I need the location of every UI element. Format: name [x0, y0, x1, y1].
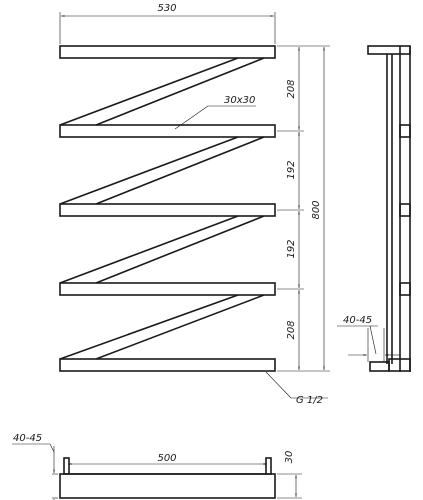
diagonal-1 [59, 57, 265, 126]
bottom-view [59, 457, 276, 499]
dim-bottom-height: 30 [277, 451, 302, 499]
side-offset-label: 40-45 [343, 315, 372, 326]
dim-side-offset: 40-45 [337, 315, 400, 362]
front-view [59, 45, 276, 372]
dim-800-label: 800 [311, 200, 322, 219]
side-bracket-4 [399, 282, 411, 296]
profile-label: 30x30 [224, 95, 255, 106]
side-view [367, 45, 411, 372]
bottom-valve-left [63, 457, 70, 475]
diagonal-4 [59, 294, 265, 360]
diagonal-3 [59, 215, 265, 284]
bar-4 [59, 282, 276, 296]
bottom-bar [59, 473, 276, 499]
side-valve [369, 361, 390, 372]
connection-label: G 1/2 [296, 395, 323, 406]
dim-192-lower-label: 192 [286, 239, 297, 258]
bar-2 [59, 124, 276, 138]
dim-bottom-offset: 40-45 [12, 433, 58, 500]
dim-530-label: 530 [157, 3, 176, 14]
callout-profile: 30x30 [174, 95, 256, 130]
dim-center-distance: 500 [68, 453, 267, 465]
callout-connection: G 1/2 [265, 371, 328, 406]
bar-3 [59, 203, 276, 217]
bottom-offset-label: 40-45 [13, 433, 42, 444]
center-distance-label: 500 [157, 453, 176, 464]
dim-overall-width: 530 [59, 3, 276, 44]
dim-192-upper-label: 192 [286, 160, 297, 179]
side-top-cap [367, 45, 411, 55]
bottom-height-label: 30 [284, 451, 295, 464]
diagonal-2 [59, 136, 265, 205]
dim-208-top-label: 208 [286, 79, 297, 98]
side-bracket-2 [399, 124, 411, 138]
dim-vertical-chain: 208 192 192 208 800 [277, 45, 330, 372]
side-bracket-3 [399, 203, 411, 217]
bar-1 [59, 45, 276, 59]
dim-208-bottom-label: 208 [286, 320, 297, 339]
bar-5 [59, 358, 276, 372]
bottom-valve-right [265, 457, 272, 475]
